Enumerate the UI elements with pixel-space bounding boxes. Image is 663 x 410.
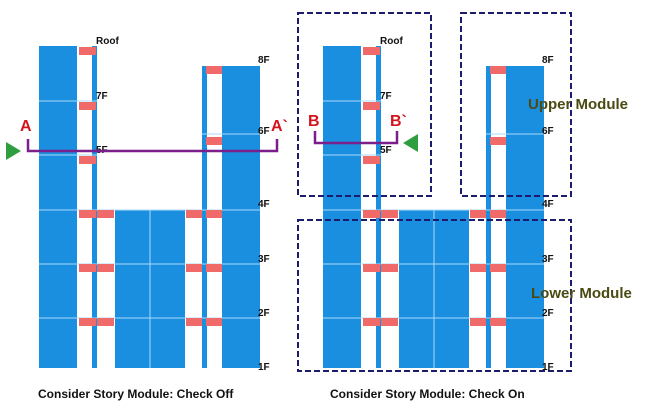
beam (97, 210, 114, 218)
beam (206, 264, 222, 272)
beam (363, 210, 380, 218)
floor-label-7f: 7F (96, 91, 108, 102)
floor-label-1f: 1F (258, 362, 270, 373)
beam (363, 264, 380, 272)
right-building (323, 46, 544, 368)
floor-label-8f: 8F (542, 55, 554, 66)
lower-module-box (297, 219, 572, 372)
floor-label-7f: 7F (380, 91, 392, 102)
beam (79, 47, 96, 55)
floor-label-2f: 2F (258, 308, 270, 319)
floor-label-8f: 8F (258, 55, 270, 66)
upper-module-box-left (297, 12, 432, 197)
beam (79, 264, 96, 272)
section-label-b: B (308, 113, 320, 130)
section-label-a: A (20, 118, 32, 135)
beam (490, 264, 506, 272)
floor-label-6f: 6F (258, 126, 270, 137)
floor-label-roof: Roof (380, 36, 403, 47)
upper-module-label: Upper Module (528, 96, 628, 113)
beam (470, 318, 486, 326)
beam (490, 137, 506, 145)
section-label-b-prime: B` (390, 113, 407, 130)
beam (206, 66, 222, 74)
right-tower-wall (222, 66, 260, 368)
beam (363, 102, 380, 110)
upper-module-box-right (460, 12, 572, 197)
triangle-right-icon (6, 142, 21, 160)
beam (186, 210, 202, 218)
beam (186, 318, 202, 326)
lower-module-label: Lower Module (531, 285, 632, 302)
section-line-a (26, 139, 279, 153)
beam (490, 66, 506, 74)
beam (97, 318, 114, 326)
beam (381, 264, 398, 272)
section-line-b (313, 131, 399, 145)
floor-label-6f: 6F (542, 126, 554, 137)
beam (79, 156, 96, 164)
beam (470, 210, 486, 218)
triangle-left-icon (403, 134, 418, 152)
left-tower-wall (39, 46, 77, 368)
beam (381, 318, 398, 326)
beam (206, 137, 222, 145)
beam (97, 264, 114, 272)
floor-label-3f: 3F (258, 254, 270, 265)
beam (363, 47, 380, 55)
caption-check-off: Consider Story Module: Check Off (38, 387, 234, 401)
beam (206, 210, 222, 218)
beam (363, 156, 380, 164)
section-label-a-prime: A` (271, 118, 288, 135)
floor-label-4f: 4F (542, 199, 554, 210)
beam (363, 318, 380, 326)
floor-label-roof: Roof (96, 36, 119, 47)
left-building (39, 46, 260, 368)
floor-label-4f: 4F (258, 199, 270, 210)
floor-label-1f: 1F (542, 362, 554, 373)
beam (470, 264, 486, 272)
left-tower-wall (323, 46, 361, 368)
left-tower-column (92, 46, 97, 368)
right-tower-column (486, 66, 491, 368)
beam (79, 102, 96, 110)
floor-label-5f: 5F (380, 145, 392, 156)
beam (186, 264, 202, 272)
beam (381, 210, 398, 218)
floor-label-3f: 3F (542, 254, 554, 265)
beam (490, 210, 506, 218)
floor-label-2f: 2F (542, 308, 554, 319)
beam (79, 318, 96, 326)
left-tower-column (376, 46, 381, 368)
right-tower-column (202, 66, 207, 368)
beam (79, 210, 96, 218)
beam (490, 318, 506, 326)
caption-check-on: Consider Story Module: Check On (330, 387, 525, 401)
beam (206, 318, 222, 326)
